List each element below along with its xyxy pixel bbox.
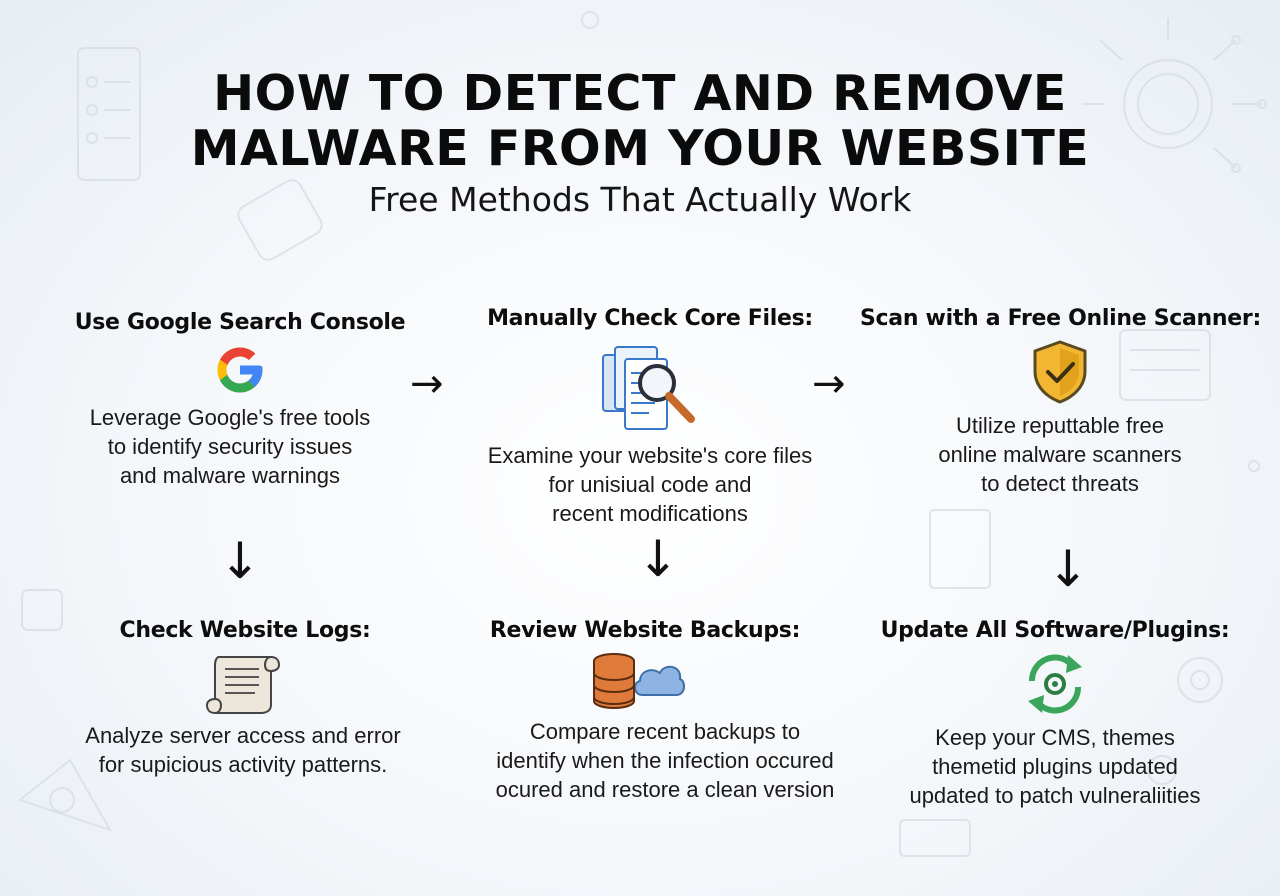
step-title: Review Website Backups: <box>489 618 801 643</box>
step-description: Leverage Google's free tools to identify… <box>89 405 371 488</box>
database-cloud-icon <box>593 653 686 710</box>
step-title: Update All Software/Plugins: <box>880 618 1230 643</box>
page-title-line-1: HOW TO DETECT AND REMOVE <box>213 65 1067 122</box>
arrow-down: ↓ <box>637 530 679 588</box>
step-check-logs: Check Website Logs: Analyze server acces… <box>60 618 430 779</box>
step-title: Check Website Logs: <box>119 618 371 643</box>
google-logo-icon <box>217 347 263 393</box>
step-check-core-files: Manually Check Core Files: Examine your … <box>460 306 840 528</box>
update-cycle-icon <box>1028 654 1082 714</box>
arrow-down: ↓ <box>1047 540 1089 598</box>
step-title: Scan with a Free Online Scanner: <box>860 306 1261 331</box>
step-description: Keep your CMS, themes themetid plugins u… <box>909 725 1201 808</box>
step-update-software: Update All Software/Plugins: Keep your C… <box>870 618 1240 810</box>
arrow-down: ↓ <box>219 532 261 590</box>
step-description: Examine your website's core files for un… <box>487 443 813 526</box>
step-description: Compare recent backups to identify when … <box>495 719 835 802</box>
scroll-log-icon <box>205 656 281 714</box>
step-google-search-console: Use Google Search Console Leverage Googl… <box>60 310 420 490</box>
step-title: Manually Check Core Files: <box>487 306 813 331</box>
arrow-right: → <box>410 361 444 407</box>
step-description: Utilize reputtable free online malware s… <box>938 413 1182 496</box>
step-review-backups: Review Website Backups: Compare recent b… <box>460 618 870 804</box>
files-magnifier-icon <box>602 346 695 430</box>
shield-check-icon <box>1033 340 1087 404</box>
page-subtitle: Free Methods That Actually Work <box>368 180 912 219</box>
step-description: Analyze server access and error for supi… <box>85 723 401 777</box>
step-online-scanner: Scan with a Free Online Scanner: Utilize… <box>860 306 1261 498</box>
page-title-line-2: MALWARE FROM YOUR WEBSITE <box>190 120 1090 177</box>
arrow-right: → <box>812 361 846 407</box>
step-title: Use Google Search Console <box>74 310 406 335</box>
